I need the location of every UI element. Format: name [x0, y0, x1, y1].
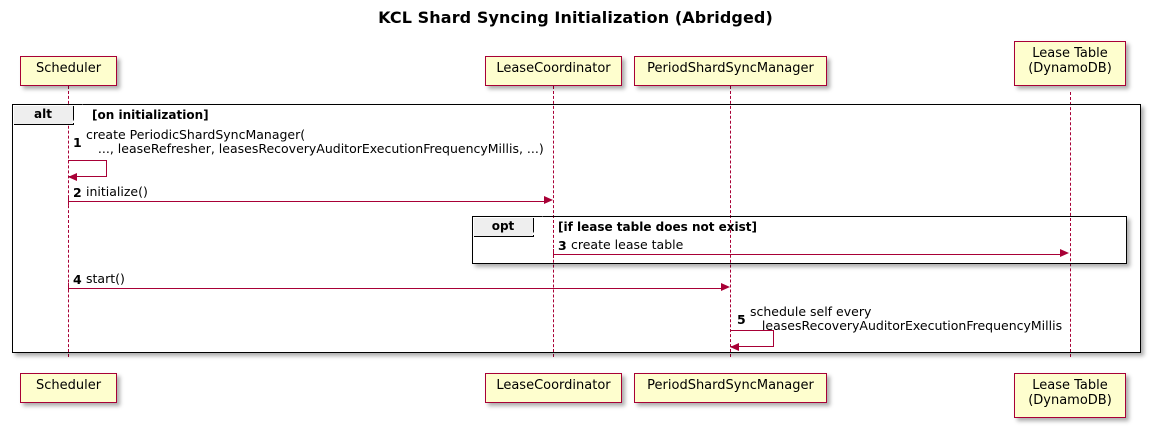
participant-periodshardsyncmanager-top[interactable]: PeriodShardSyncManager [634, 56, 827, 86]
participant-leasetable-top[interactable]: Lease Table (DynamoDB) [1014, 41, 1126, 86]
message-4-arrowhead [721, 283, 730, 291]
fragment-alt-tab: alt [13, 103, 83, 125]
message-2-text: initialize() [86, 184, 148, 199]
message-3-arrowhead [1060, 249, 1069, 257]
participant-scheduler-bottom[interactable]: Scheduler [20, 373, 117, 403]
lifeline-scheduler [68, 86, 69, 357]
message-4-number: 4 [73, 272, 82, 287]
participant-periodshardsyncmanager-bottom[interactable]: PeriodShardSyncManager [634, 373, 827, 403]
message-3-text: create lease table [571, 237, 684, 252]
fragment-opt-tab: opt [473, 215, 543, 237]
fragment-opt [472, 216, 1127, 264]
message-3-number: 3 [558, 238, 567, 253]
message-1-text: create PeriodicShardSyncManager( ..., le… [86, 127, 544, 156]
fragment-alt [12, 104, 1141, 353]
message-1-number: 1 [73, 135, 82, 150]
lifeline-leasecoordinator [553, 86, 554, 357]
participant-scheduler-top[interactable]: Scheduler [20, 56, 117, 86]
message-1-self-loop [68, 160, 107, 177]
message-5-arrowhead [730, 342, 739, 351]
message-4-text: start() [86, 271, 125, 286]
message-2-number: 2 [73, 185, 82, 200]
message-2-arrowhead [544, 196, 553, 204]
lifeline-leasetable [1070, 92, 1071, 357]
participant-leasecoordinator-top[interactable]: LeaseCoordinator [485, 56, 622, 86]
message-5-self-loop [730, 330, 774, 347]
message-1-arrowhead [68, 172, 77, 181]
message-5-text: schedule self every leasesRecoveryAudito… [750, 304, 1063, 333]
message-5-number: 5 [737, 312, 746, 327]
participant-leasecoordinator-bottom[interactable]: LeaseCoordinator [485, 373, 622, 403]
message-4-line [68, 287, 722, 289]
message-2-line [68, 200, 545, 202]
fragment-opt-condition: [if lease table does not exist] [558, 220, 758, 234]
page-title: KCL Shard Syncing Initialization (Abridg… [378, 8, 773, 27]
participant-leasetable-bottom[interactable]: Lease Table (DynamoDB) [1014, 373, 1126, 418]
message-3-line [553, 253, 1061, 255]
fragment-alt-condition: [on initialization] [92, 108, 209, 122]
lifeline-periodshardsyncmanager [730, 86, 731, 357]
